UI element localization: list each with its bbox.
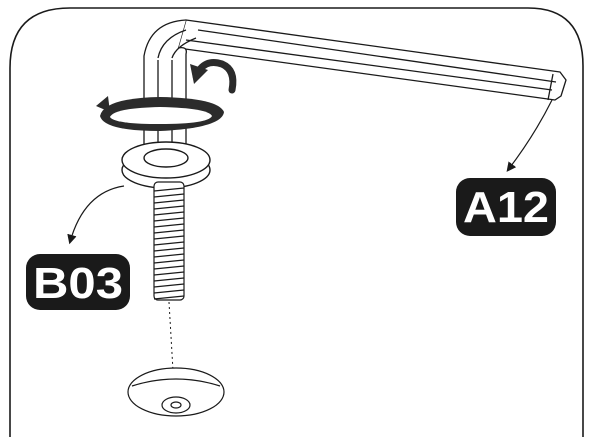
badge-a12-label: A12 <box>463 183 549 232</box>
part-badge-a12: A12 <box>456 178 556 236</box>
countersunk-hole <box>128 368 224 416</box>
leader-arrow-icon <box>70 186 124 242</box>
rotate-arrow-icon <box>190 63 233 91</box>
part-badge-b03: B03 <box>26 254 130 310</box>
badge-b03-label: B03 <box>33 259 123 308</box>
washer <box>122 142 210 188</box>
hex-key <box>144 20 566 170</box>
rotate-ring-icon <box>96 96 224 131</box>
bolt-thread <box>154 182 184 300</box>
leader-arrow-icon <box>508 100 552 170</box>
